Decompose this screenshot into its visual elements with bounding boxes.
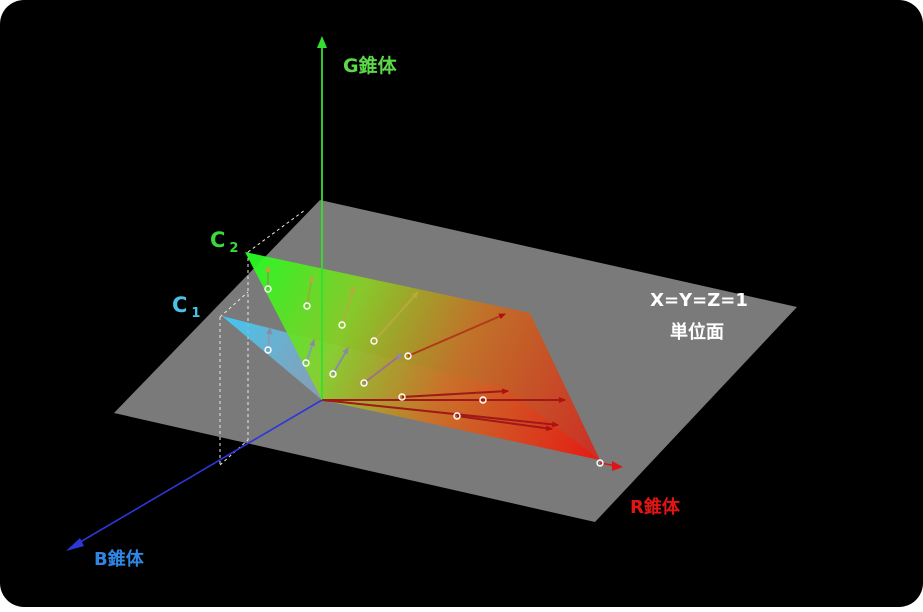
point <box>453 412 461 420</box>
b-axis <box>69 399 323 549</box>
plane-label-line1: X=Y=Z=1 <box>650 290 748 311</box>
point <box>264 346 272 354</box>
arrow <box>341 286 356 326</box>
arrow <box>306 275 314 307</box>
r-cone-label: R錐体 <box>630 496 681 518</box>
arrow <box>456 415 553 432</box>
point <box>338 321 346 329</box>
point <box>596 459 604 467</box>
point <box>303 302 311 310</box>
r-axis-arrowhead <box>612 461 623 471</box>
g-cone-label: G錐体 <box>343 54 398 77</box>
arrow <box>363 353 403 384</box>
c2-cone-surface <box>245 252 600 460</box>
point <box>404 352 412 360</box>
c1-letter: C <box>172 293 187 317</box>
arrow <box>332 347 349 375</box>
point <box>370 337 378 345</box>
sample-points <box>264 285 604 467</box>
plane-label-line2: 単位面 <box>670 321 724 343</box>
vector-arrows <box>265 265 566 432</box>
g-axis-arrowhead <box>317 36 327 48</box>
arrow <box>401 388 509 398</box>
point <box>264 285 272 293</box>
arrow <box>321 399 559 428</box>
c2-subscript: 2 <box>229 241 238 256</box>
point <box>302 359 310 367</box>
c1-subscript: 1 <box>191 306 200 321</box>
point <box>479 396 487 404</box>
b-cone-label: B錐体 <box>94 548 145 570</box>
b-axis-arrowhead <box>66 538 84 551</box>
c2-letter: C <box>210 228 225 252</box>
arrow <box>407 313 506 357</box>
arrow <box>373 291 419 342</box>
point <box>398 393 406 401</box>
point <box>329 370 337 378</box>
c1-top-dash <box>219 291 249 318</box>
arrow <box>305 339 315 364</box>
point <box>360 379 368 387</box>
